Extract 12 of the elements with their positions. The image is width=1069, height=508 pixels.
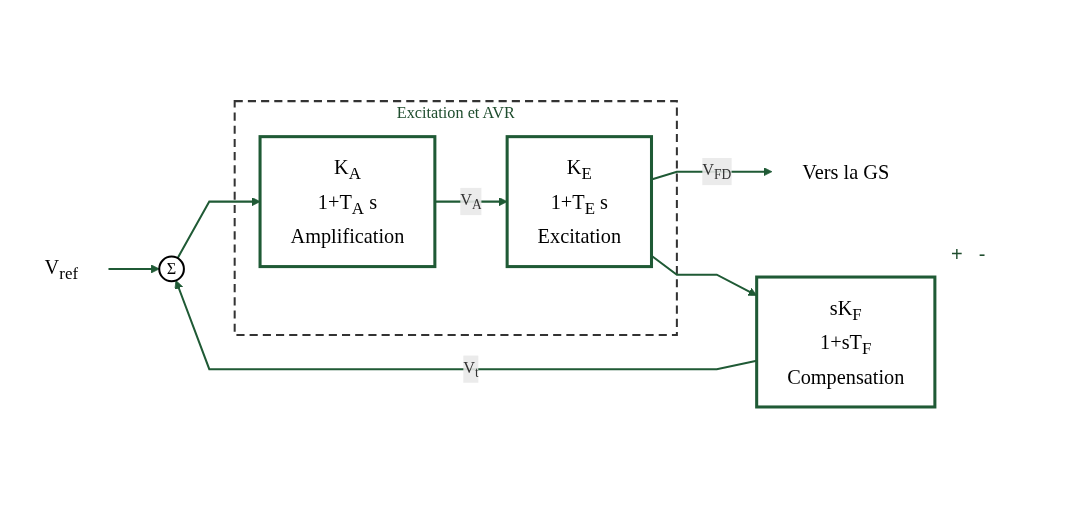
node-circle: Σ bbox=[158, 255, 185, 283]
node-box: K$_{E}$ 1+T$_{E}$ s Excitation bbox=[505, 135, 654, 269]
node-text: V$_{ref}$ bbox=[44, 255, 79, 284]
arrow bbox=[108, 264, 160, 274]
node-box: sK$_{F}$ 1+sT$_{F}$ Compensation bbox=[755, 275, 937, 409]
edge-label: V$_{A}$ bbox=[460, 190, 482, 213]
node-text: Vers la GS bbox=[802, 160, 890, 183]
sign-label: + bbox=[951, 242, 963, 266]
sign-label: - bbox=[978, 242, 986, 266]
edge-label: V$_{t}$ bbox=[463, 358, 479, 380]
node-box: K$_{A}$ 1+T$_{A}$ s Amplification bbox=[258, 135, 437, 269]
edge-label: V$_{FD}$ bbox=[702, 160, 732, 183]
